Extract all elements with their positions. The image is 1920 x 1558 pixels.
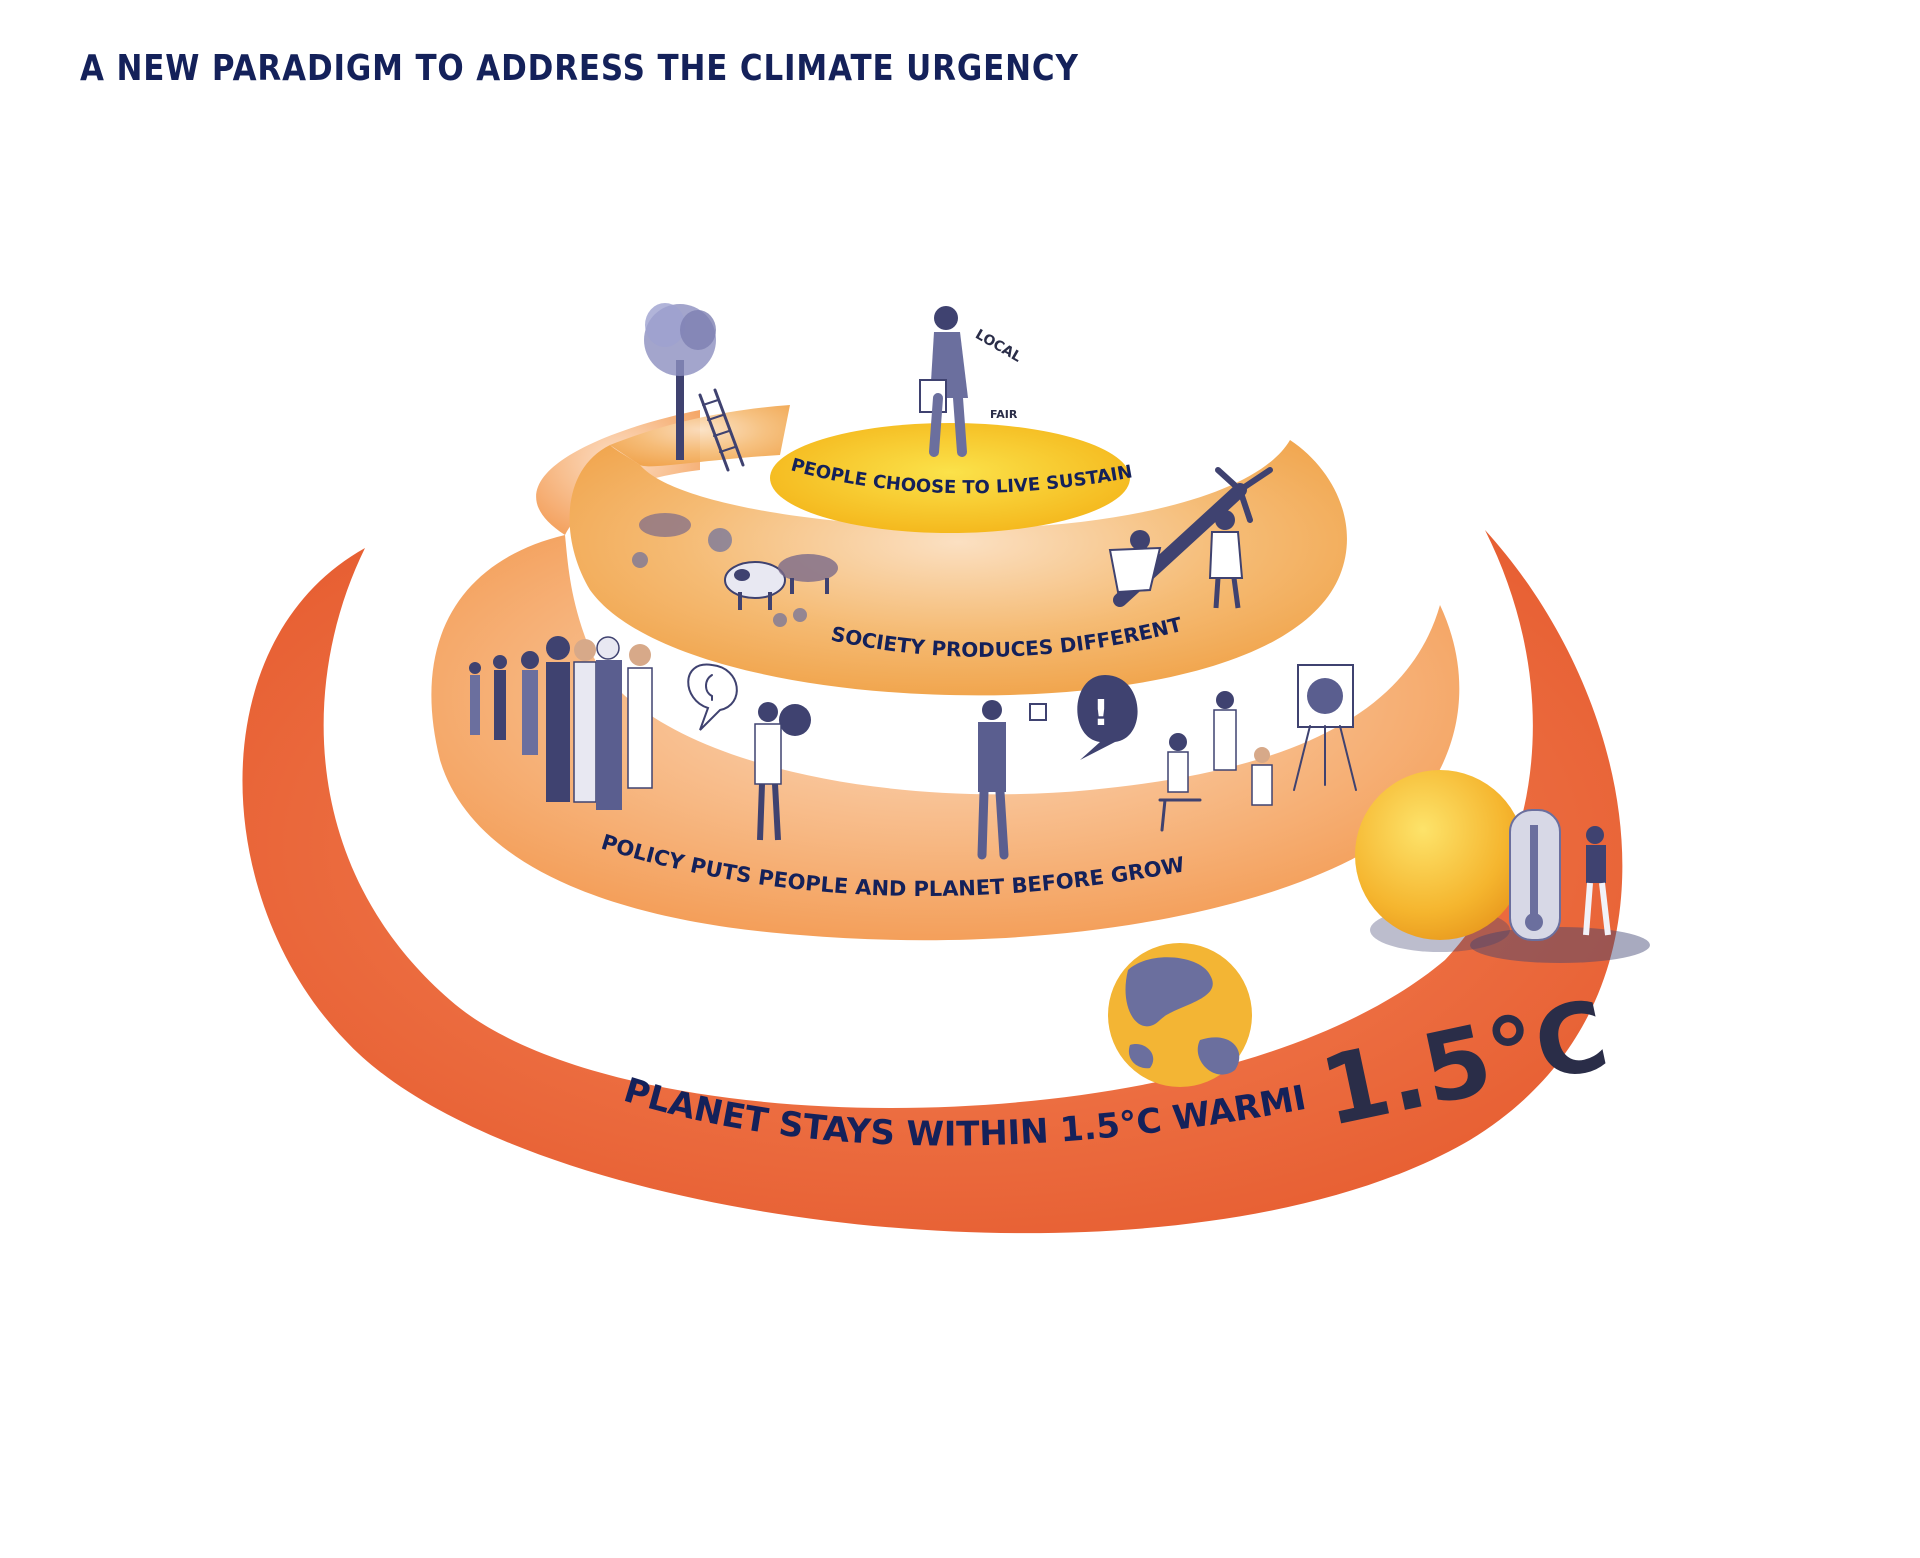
svg-text:!: ! — [1093, 693, 1109, 734]
local-label: LOCAL — [972, 327, 1024, 366]
exclamation-speech-icon: ! — [1077, 675, 1137, 760]
sun-icon — [1355, 770, 1525, 952]
lightbulb-speech-icon — [688, 665, 737, 730]
fair-label: FAIR — [990, 408, 1018, 421]
earth-icon — [1108, 943, 1252, 1087]
